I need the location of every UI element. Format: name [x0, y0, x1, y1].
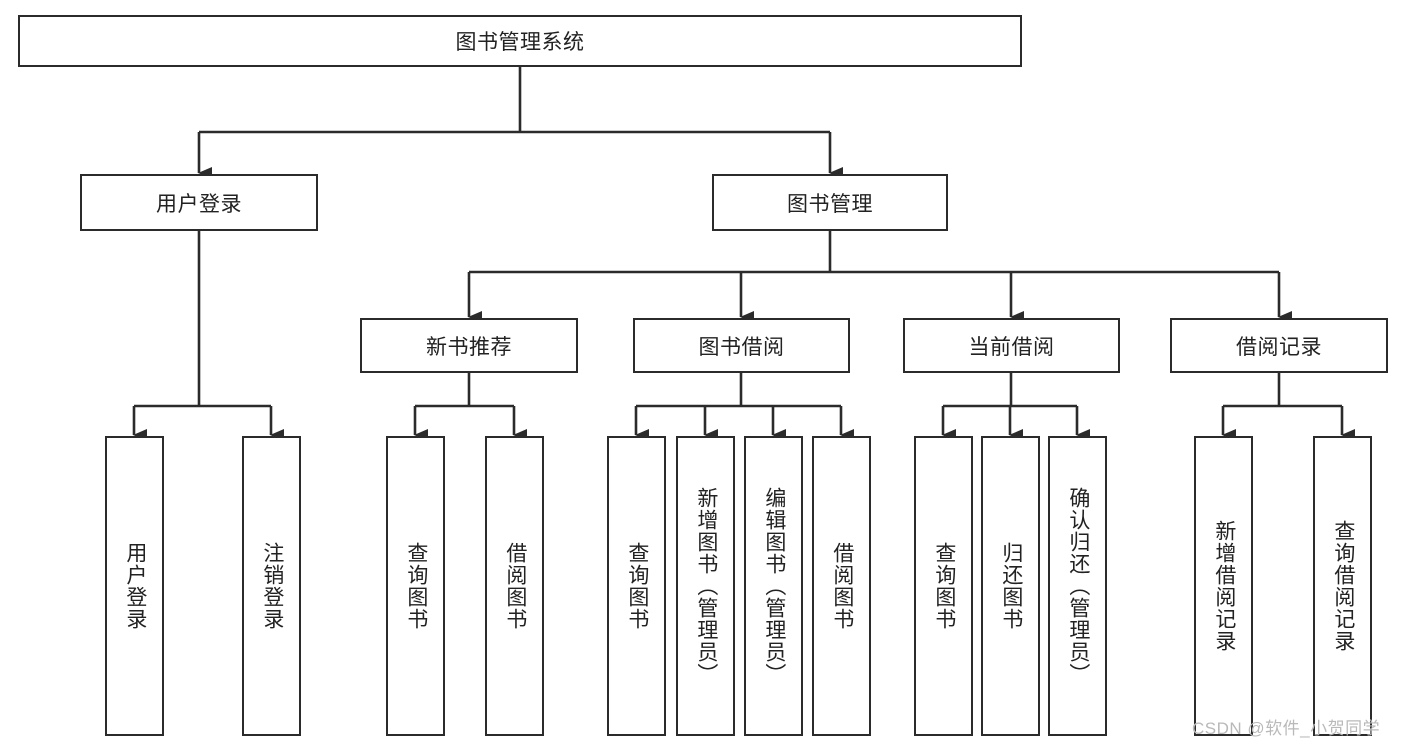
leaf-node-4[interactable]: 查询图书 — [607, 436, 666, 736]
leaf-node-12[interactable]: 查询借阅记录 — [1313, 436, 1372, 736]
leaf-node-0[interactable]: 用户登录 — [105, 436, 164, 736]
level3-node-3[interactable]: 借阅记录 — [1170, 318, 1388, 373]
node-label: 借阅图书 — [503, 542, 527, 630]
level2-node-1[interactable]: 图书管理 — [712, 174, 948, 231]
leaf-node-6[interactable]: 编辑图书（管理员） — [744, 436, 803, 736]
leaf-node-7[interactable]: 借阅图书 — [812, 436, 871, 736]
leaf-node-11[interactable]: 新增借阅记录 — [1194, 436, 1253, 736]
node-label: 新书推荐 — [426, 335, 512, 359]
root-node-0[interactable]: 图书管理系统 — [18, 15, 1022, 67]
node-label: 查询图书 — [625, 542, 649, 630]
node-label: 编辑图书（管理员） — [762, 487, 786, 685]
leaf-node-5[interactable]: 新增图书（管理员） — [676, 436, 735, 736]
node-label: 查询图书 — [932, 542, 956, 630]
node-label: 用户登录 — [123, 542, 147, 630]
node-label: 当前借阅 — [968, 335, 1055, 359]
node-label: 图书借阅 — [698, 335, 785, 359]
leaf-node-1[interactable]: 注销登录 — [242, 436, 301, 736]
node-label: 确认归还（管理员） — [1066, 487, 1090, 685]
level3-node-2[interactable]: 当前借阅 — [903, 318, 1120, 373]
leaf-node-3[interactable]: 借阅图书 — [485, 436, 544, 736]
leaf-node-9[interactable]: 归还图书 — [981, 436, 1040, 736]
leaf-node-10[interactable]: 确认归还（管理员） — [1048, 436, 1107, 736]
node-label: 图书管理 — [787, 192, 873, 216]
node-label: 图书管理系统 — [455, 31, 585, 54]
node-label: 借阅图书 — [830, 542, 854, 630]
node-label: 查询图书 — [404, 542, 428, 630]
node-label: 借阅记录 — [1236, 335, 1322, 359]
node-label: 新增图书（管理员） — [694, 487, 718, 685]
node-label: 新增借阅记录 — [1212, 520, 1236, 652]
node-label: 注销登录 — [260, 542, 284, 630]
leaf-node-8[interactable]: 查询图书 — [914, 436, 973, 736]
node-label: 查询借阅记录 — [1331, 520, 1355, 652]
node-label: 归还图书 — [999, 542, 1023, 630]
level2-node-0[interactable]: 用户登录 — [80, 174, 318, 231]
leaf-node-2[interactable]: 查询图书 — [386, 436, 445, 736]
level3-node-0[interactable]: 新书推荐 — [360, 318, 578, 373]
node-label: 用户登录 — [156, 192, 242, 216]
level3-node-1[interactable]: 图书借阅 — [633, 318, 850, 373]
